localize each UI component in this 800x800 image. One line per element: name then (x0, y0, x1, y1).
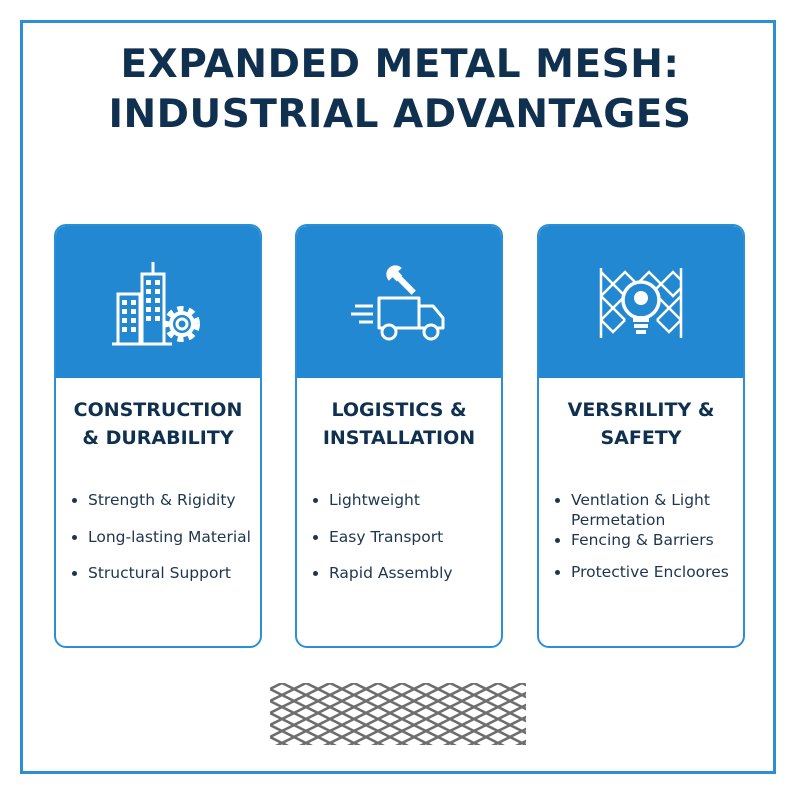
list-item: Protective Encloores (553, 562, 743, 582)
card-title: LOGISTICS & INSTALLATION (297, 396, 501, 452)
page-title-line-1: EXPANDED METAL MESH: (120, 42, 680, 87)
card-title: CONSTRUCTION & DURABILITY (56, 396, 260, 452)
card-versatility: VERSRILITY & SAFETY Ventlation & Light P… (537, 224, 745, 648)
card-header (56, 226, 260, 378)
card-title: VERSRILITY & SAFETY (539, 396, 743, 452)
list-item: Easy Transport (311, 527, 501, 547)
list-item: Ventlation & Light Permetation (553, 490, 743, 530)
card-title-line-1: CONSTRUCTION (73, 399, 243, 421)
page-frame (20, 20, 776, 774)
truck-wrench-icon (351, 265, 445, 341)
page-title-line-2: INDUSTRIAL ADVANTAGES (108, 92, 692, 137)
list-item: Structural Support (70, 563, 260, 583)
expanded-metal-mesh-swatch (270, 683, 526, 745)
buildings-gear-icon (112, 262, 200, 346)
list-item: Strength & Rigidity (70, 490, 260, 510)
card-construction: CONSTRUCTION & DURABILITY Strength & Rig… (54, 224, 262, 648)
card-title-line-2: SAFETY (600, 427, 682, 449)
card-header (539, 226, 743, 378)
bullet-list: Strength & Rigidity Long-lasting Materia… (70, 490, 260, 600)
card-title-line-1: LOGISTICS & (331, 399, 467, 421)
list-item: Lightweight (311, 490, 501, 510)
list-item: Fencing & Barriers (553, 530, 743, 550)
bullet-list: Ventlation & Light Permetation Fencing &… (553, 490, 743, 582)
list-item: Rapid Assembly (311, 563, 501, 583)
bullet-list: Lightweight Easy Transport Rapid Assembl… (311, 490, 501, 600)
mesh-lightbulb-icon (599, 268, 683, 338)
card-title-line-2: INSTALLATION (322, 427, 476, 449)
list-item: Long-lasting Material (70, 527, 260, 547)
card-title-line-2: & DURABILITY (82, 427, 234, 449)
card-title-line-1: VERSRILITY & (567, 399, 715, 421)
card-logistics: LOGISTICS & INSTALLATION Lightweight Eas… (295, 224, 503, 648)
page-title: EXPANDED METAL MESH: INDUSTRIAL ADVANTAG… (0, 40, 800, 140)
card-header (297, 226, 501, 378)
